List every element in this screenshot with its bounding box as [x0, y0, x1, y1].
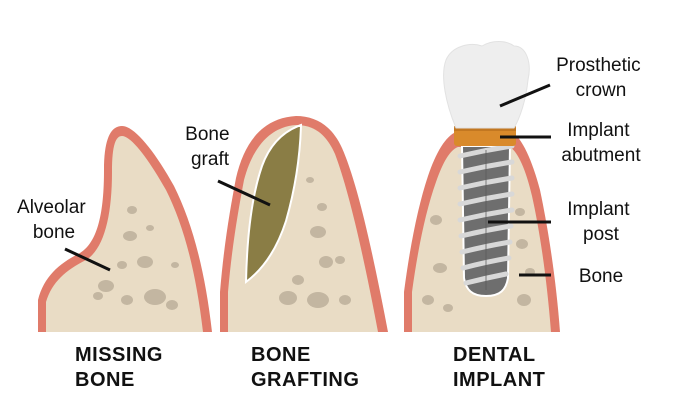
bone-graft-label: Bone graft: [185, 124, 235, 170]
bone-texture-spots: [279, 177, 351, 308]
alveolar-bone-leader: [64, 247, 111, 272]
dental-implant-panel: Prosthetic crown Implant abutment Implan…: [404, 41, 646, 391]
prosthetic-crown: [443, 41, 530, 129]
implant-abutment-label: Implant abutment: [561, 120, 641, 166]
prosthetic-crown-leader: [499, 83, 551, 108]
bone-graft-leader: [217, 179, 271, 207]
implant-post: [457, 143, 515, 298]
bone-texture-spots: [422, 208, 535, 312]
prosthetic-crown-label: Prosthetic crown: [556, 55, 646, 101]
bone-grafting-panel: Bone graft BONE GRAFTING: [185, 116, 388, 391]
alveolar-bone-label: Alveolar bone: [17, 197, 91, 243]
bone-grafting-caption: BONE GRAFTING: [251, 344, 359, 391]
implant-post-label: Implant post: [567, 199, 635, 245]
missing-bone-caption: MISSING BONE: [75, 344, 169, 391]
bone-label: Bone: [579, 266, 623, 287]
bone-graft-material: [244, 123, 303, 285]
missing-bone-panel: Alveolar bone MISSING BONE: [17, 126, 212, 391]
dental-implant-caption: DENTAL IMPLANT: [453, 344, 545, 391]
bone-texture-spots: [93, 206, 179, 310]
